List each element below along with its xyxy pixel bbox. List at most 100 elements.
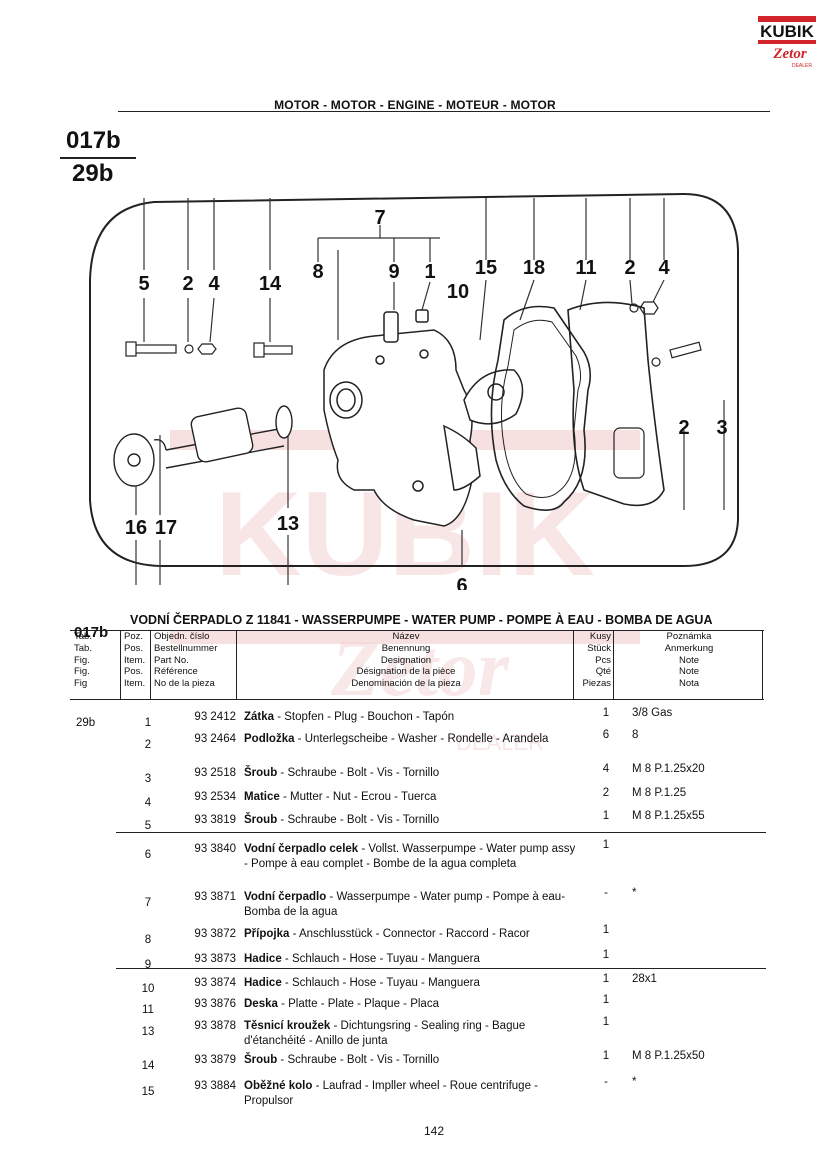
row-position: 8: [144, 934, 152, 946]
kubik-zetor-logo: KUBIK Zetor DEALER: [758, 16, 816, 69]
row-designation-translations: - Anschlusstück - Connector - Raccord - …: [289, 928, 530, 940]
row-designation: Hadice - Schlauch - Hose - Tuyau - Mangu…: [244, 976, 579, 991]
row-note: 8: [632, 729, 639, 741]
row-position: 4: [144, 797, 152, 809]
row-designation-translations: - Schraube - Bolt - Vis - Tornillo: [277, 1054, 440, 1066]
row-designation: Vodní čerpadlo celek - Vollst. Wasserpum…: [244, 842, 579, 871]
row-quantity: -: [604, 1076, 608, 1088]
row-part-number: 93 3879: [194, 1054, 236, 1066]
row-position: 6: [144, 849, 152, 861]
row-part-number: 93 2534: [194, 791, 236, 803]
row-quantity: 1: [602, 994, 610, 1006]
row-designation-translations: - Stopfen - Plug - Bouchon - Tapón: [274, 711, 455, 723]
row-tab: 29b: [76, 717, 96, 729]
row-designation-cz: Hadice: [244, 953, 282, 965]
row-position: 14: [141, 1060, 155, 1072]
row-designation: Šroub - Schraube - Bolt - Vis - Tornillo: [244, 766, 579, 781]
row-divider: [116, 832, 766, 833]
callout-label: 15: [475, 257, 497, 279]
header-divider: [118, 111, 770, 112]
callout-label: 7: [374, 207, 385, 229]
row-designation-cz: Zátka: [244, 711, 275, 723]
row-position: 3: [144, 773, 152, 785]
row-designation-translations: - Laufrad - Impller wheel - Roue centrif…: [244, 1080, 539, 1107]
callout-label: 11: [575, 257, 596, 279]
row-designation: Přípojka - Anschlusstück - Connector - R…: [244, 927, 579, 942]
section-title: VODNÍ ČERPADLO Z 11841 - WASSERPUMPE - W…: [130, 613, 713, 627]
row-quantity: 1: [602, 1016, 610, 1028]
row-position: 9: [144, 959, 152, 971]
row-note: M 8 P.1.25x20: [632, 763, 705, 775]
row-quantity: 1: [602, 839, 610, 851]
row-designation-cz: Matice: [244, 791, 280, 803]
tab-divider: [60, 157, 136, 159]
row-part-number: 93 3876: [194, 998, 236, 1010]
row-part-number: 93 3871: [194, 891, 236, 903]
row-note: M 8 P.1.25x50: [632, 1050, 705, 1062]
logo-brand: KUBIK: [760, 22, 815, 41]
row-quantity: 6: [602, 729, 610, 741]
tab-number-bottom: 29b: [72, 160, 114, 187]
row-part-number: 93 2412: [194, 711, 236, 723]
callout-label: 5: [138, 273, 149, 295]
row-quantity: 1: [602, 973, 610, 985]
logo-sub-tag: DEALER: [792, 63, 812, 69]
row-part-number: 93 2518: [194, 767, 236, 779]
row-designation: Těsnicí kroužek - Dichtungsring - Sealin…: [244, 1019, 579, 1048]
row-position: 1: [144, 717, 152, 729]
callout-label: 9: [388, 261, 399, 283]
row-designation-cz: Šroub: [244, 1054, 278, 1066]
header-col-tab: Tab.Tab.Fig.Fig.Fig: [74, 631, 92, 690]
row-position: 5: [144, 820, 152, 832]
header-col-pos: Poz.Pos.Item.Pos.Item.: [124, 631, 146, 690]
callout-label: 2: [624, 257, 635, 279]
row-designation-cz: Podložka: [244, 733, 295, 745]
row-designation: Podložka - Unterlegscheibe - Washer - Ro…: [244, 732, 579, 747]
row-designation-translations: - Wasserpumpe - Water pump - Pompe à eau…: [244, 891, 566, 918]
row-designation-cz: Těsnicí kroužek: [244, 1020, 331, 1032]
row-designation: Hadice - Schlauch - Hose - Tuyau - Mangu…: [244, 952, 579, 967]
row-designation-translations: - Dichtungsring - Sealing ring - Bague d…: [244, 1020, 526, 1047]
row-note: 28x1: [632, 973, 657, 985]
row-part-number: 93 3874: [194, 977, 236, 989]
callout-label: 1: [424, 261, 435, 283]
callout-label: 8: [312, 261, 323, 283]
water-pump-exploded-diagram: 7 5 2 4 14 8 9 1 10 15 18 11 2 4 2 3 16 …: [89, 192, 739, 590]
row-designation: Šroub - Schraube - Bolt - Vis - Tornillo: [244, 813, 579, 828]
callout-label: 2: [678, 417, 689, 439]
callout-label: 16: [125, 517, 147, 539]
row-part-number: 93 3819: [194, 814, 236, 826]
callout-label: 4: [208, 273, 220, 295]
row-designation-translations: - Mutter - Nut - Ecrou - Tuerca: [279, 791, 437, 803]
section-tab-number: 017b: [74, 624, 109, 641]
callout-label: 10: [447, 281, 469, 303]
callout-label: 18: [523, 257, 545, 279]
row-designation: Zátka - Stopfen - Plug - Bouchon - Tapón: [244, 710, 579, 725]
row-designation-cz: Vodní čerpadlo: [244, 891, 327, 903]
row-designation: Oběžné kolo - Laufrad - Impller wheel - …: [244, 1079, 579, 1108]
row-designation-cz: Oběžné kolo: [244, 1080, 313, 1092]
page-header-title: MOTOR - MOTOR - ENGINE - MOTEUR - MOTOR: [274, 98, 556, 112]
callout-label: 6: [456, 575, 467, 590]
row-quantity: 1: [602, 810, 610, 822]
row-note: *: [632, 1076, 637, 1088]
row-position: 15: [141, 1086, 155, 1098]
callout-label: 17: [155, 517, 177, 539]
row-designation: Šroub - Schraube - Bolt - Vis - Tornillo: [244, 1053, 579, 1068]
row-part-number: 93 3840: [194, 843, 236, 855]
row-note: *: [632, 887, 637, 899]
row-part-number: 93 2464: [194, 733, 236, 745]
page-number: 142: [423, 1124, 445, 1138]
row-designation-cz: Šroub: [244, 814, 278, 826]
row-designation-translations: - Schraube - Bolt - Vis - Tornillo: [277, 767, 440, 779]
row-designation-cz: Vodní čerpadlo celek: [244, 843, 359, 855]
row-designation: Matice - Mutter - Nut - Ecrou - Tuerca: [244, 790, 579, 805]
callout-label: 2: [182, 273, 193, 295]
row-position: 7: [144, 897, 152, 909]
row-divider: [116, 968, 766, 969]
row-position: 11: [142, 1004, 154, 1016]
row-designation-cz: Deska: [244, 998, 278, 1010]
row-position: 10: [141, 983, 155, 995]
